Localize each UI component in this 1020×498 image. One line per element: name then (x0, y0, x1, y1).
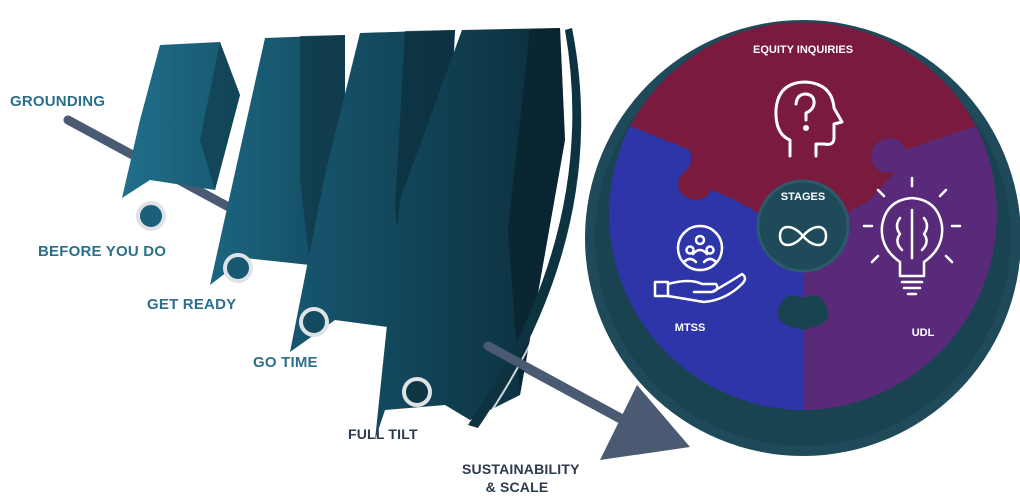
sustainability-line-2: & SCALE (485, 479, 549, 495)
stage-label-go-time: GO TIME (253, 354, 318, 371)
stage-panel-2 (210, 35, 345, 285)
stage-marker-get-ready (223, 253, 253, 283)
puzzle-label-udl: UDL (911, 327, 935, 339)
infinity-icon (778, 225, 828, 247)
curved-cap (468, 28, 582, 428)
stage-panel-1 (122, 42, 240, 198)
stage-panel-4 (375, 28, 565, 440)
stage-label-grounding: GROUNDING (10, 93, 106, 110)
stage-label-before-you-do: BEFORE YOU DO (38, 243, 167, 260)
stage-label-full-tilt: FULL TILT (348, 426, 418, 442)
puzzle-label-equity: EQUITY INQUIRIES (753, 44, 854, 56)
head-question-icon (774, 80, 844, 158)
lightbulb-brain-icon (862, 176, 962, 296)
stage-marker-full-tilt (402, 377, 432, 407)
stage-label-sustainability: SUSTAINABILITY & SCALE (462, 460, 580, 496)
stages-center (756, 179, 850, 273)
stage-label-get-ready: GET READY (147, 296, 237, 313)
puzzle-label-stages: STAGES (780, 191, 826, 203)
puzzle-piece-equity (630, 22, 976, 239)
arrow-head (600, 385, 690, 460)
stage-marker-before-you-do (136, 201, 166, 231)
curved-cap-edge (481, 29, 587, 426)
stage-marker-go-time (299, 307, 329, 337)
puzzle-label-mtss: MTSS (674, 322, 706, 334)
sustainability-line-1: SUSTAINABILITY (462, 461, 580, 477)
hand-people-icon (653, 224, 747, 304)
